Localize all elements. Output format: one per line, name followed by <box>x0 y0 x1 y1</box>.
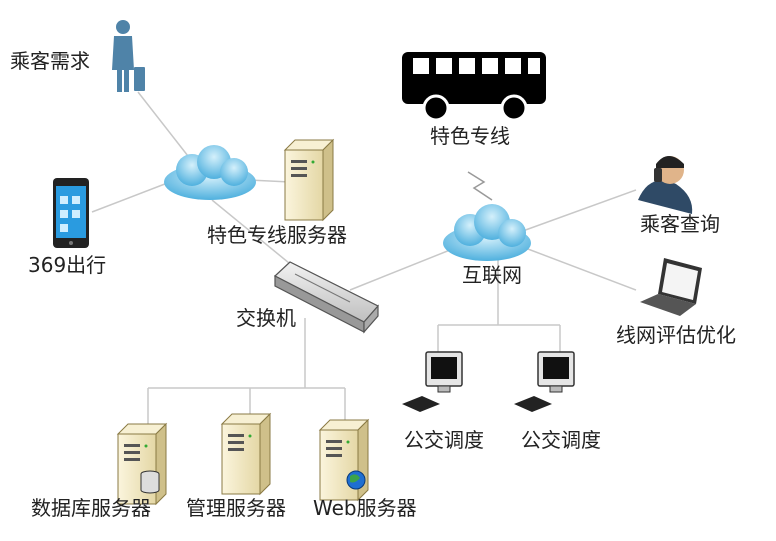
cloud-icon <box>443 204 531 261</box>
label-db-server: 数据库服务器 <box>31 496 151 520</box>
person-phone-icon <box>638 156 693 214</box>
computer-icon <box>401 351 463 413</box>
label-line-network-eval: 线网评估优化 <box>616 323 736 347</box>
cloud-icon <box>164 145 256 200</box>
wireless-link-icon <box>467 171 493 201</box>
computer-icon <box>513 351 575 413</box>
label-dispatch-2: 公交调度 <box>521 428 601 452</box>
database-icon <box>140 470 160 494</box>
phone-icon <box>53 178 89 248</box>
label-369-app: 369出行 <box>28 253 107 277</box>
connection-lines <box>91 91 637 424</box>
globe-icon <box>346 470 366 490</box>
label-switch: 交换机 <box>236 306 296 330</box>
label-passenger-query: 乘客查询 <box>640 212 720 236</box>
label-dispatch-1: 公交调度 <box>404 428 484 452</box>
label-special-line: 特色专线 <box>430 124 510 148</box>
bus-icon <box>402 52 546 122</box>
server-icon <box>221 413 271 495</box>
label-special-line-server: 特色专线服务器 <box>207 223 347 247</box>
label-passenger-demand: 乘客需求 <box>10 49 90 73</box>
traveler-icon <box>112 20 145 92</box>
label-mgmt-server: 管理服务器 <box>186 496 286 520</box>
laptop-icon <box>640 258 702 316</box>
switch-icon <box>273 261 379 334</box>
label-internet: 互联网 <box>462 263 522 287</box>
label-web-server: Web服务器 <box>313 496 417 520</box>
server-icon <box>284 139 334 221</box>
